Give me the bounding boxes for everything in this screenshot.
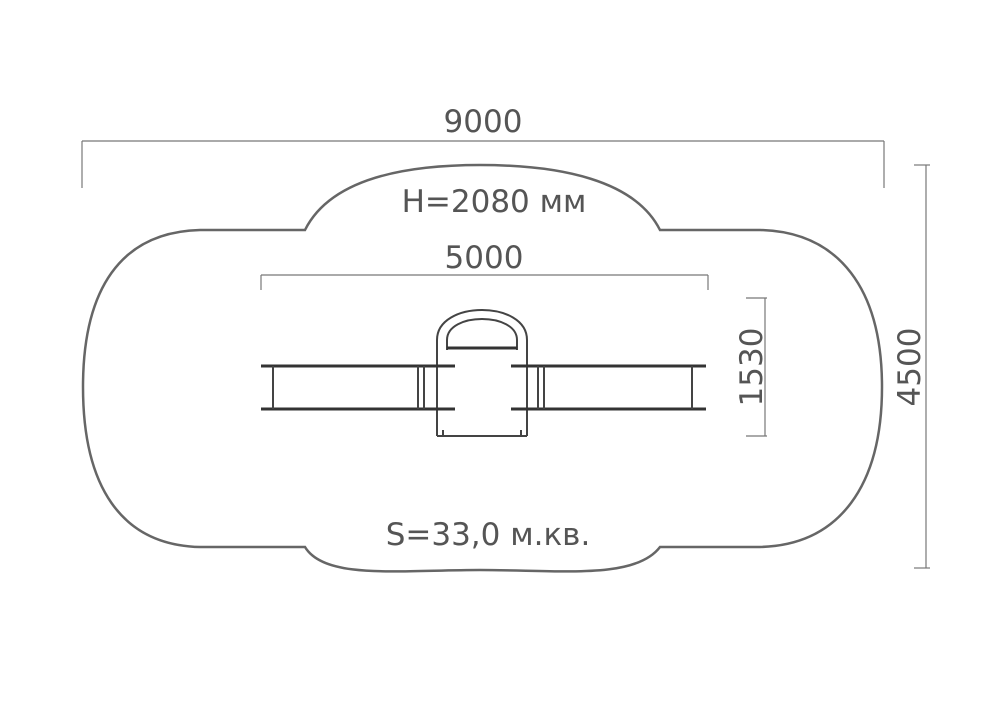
total-length-dimension: 9000 bbox=[81, 104, 885, 188]
equipment-width-label: 1530 bbox=[734, 328, 770, 407]
right-bridge bbox=[511, 364, 706, 411]
height-label: H=2080 мм bbox=[402, 184, 587, 220]
central-tower bbox=[436, 309, 528, 437]
equipment-length-dimension: 5000 bbox=[260, 240, 709, 290]
total-length-label: 9000 bbox=[444, 104, 523, 140]
equipment-length-label: 5000 bbox=[445, 240, 524, 276]
total-width-label: 4500 bbox=[892, 328, 928, 407]
safety-zone-outline bbox=[81, 163, 884, 573]
area-label: S=33,0 м.кв. bbox=[386, 517, 591, 553]
equipment-width-dimension: 1530 bbox=[734, 297, 770, 437]
total-width-dimension: 4500 bbox=[892, 164, 930, 569]
left-bridge bbox=[261, 364, 455, 411]
